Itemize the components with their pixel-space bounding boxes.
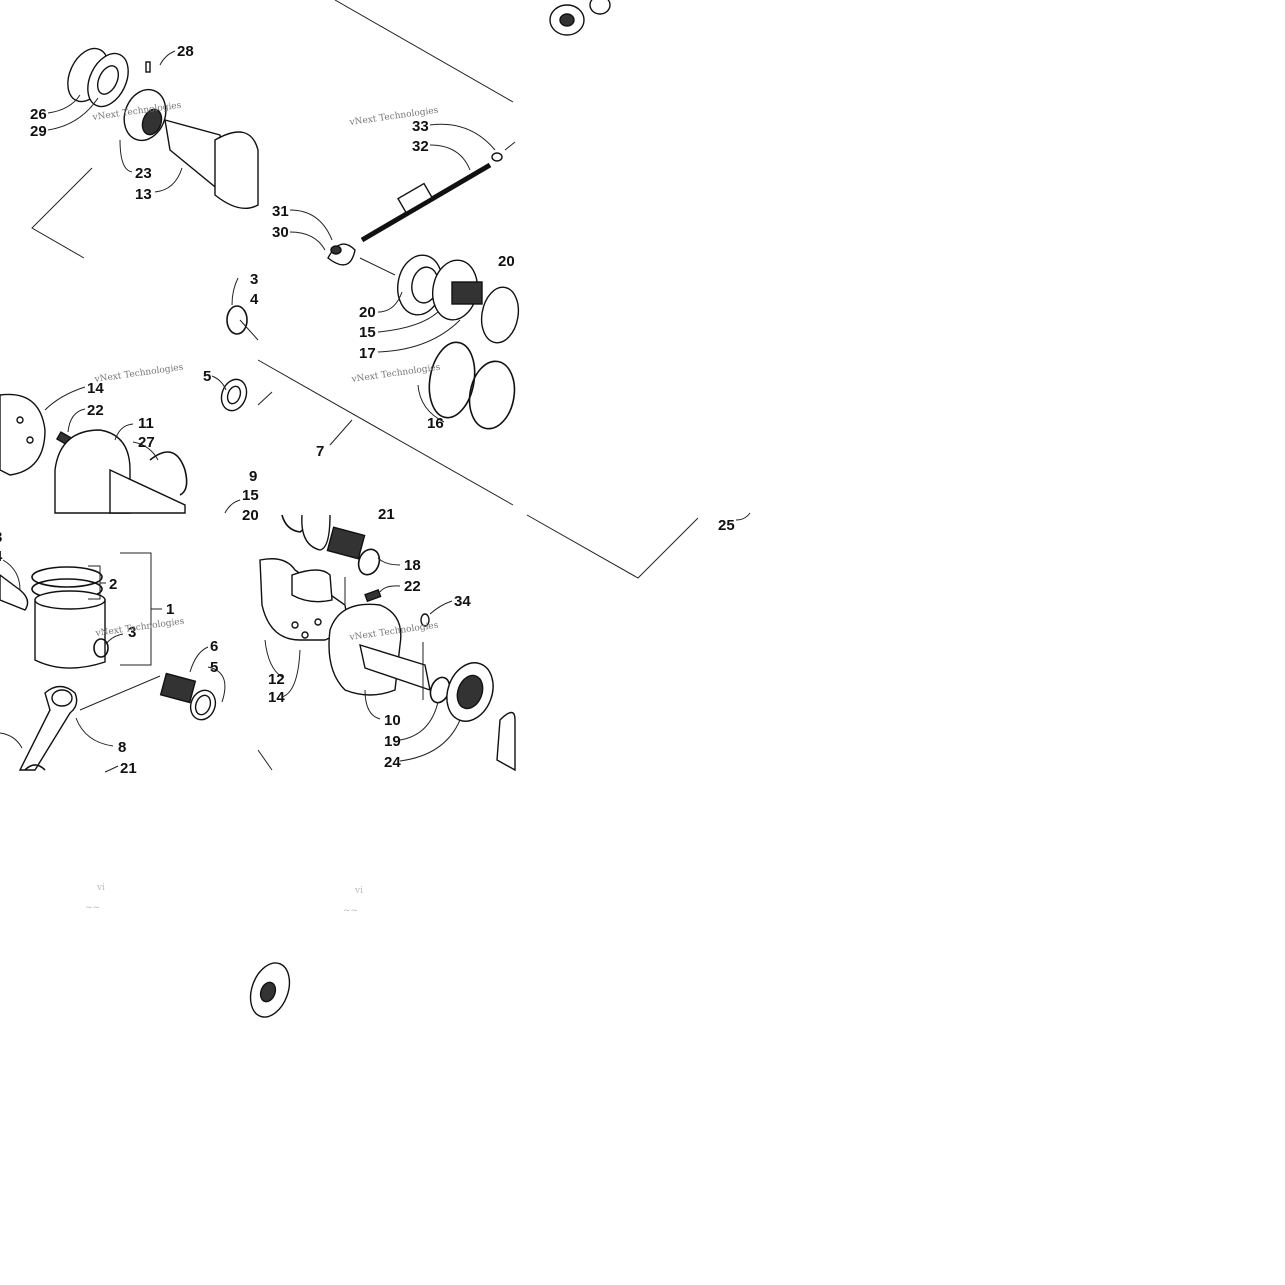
- piston-part: [34, 599, 106, 669]
- callout-27: 27: [138, 434, 155, 451]
- callout-22: 22: [404, 578, 421, 595]
- piston-ring-part: [31, 566, 103, 588]
- callout-3: 3: [0, 529, 2, 546]
- callout-3: 3: [250, 271, 258, 288]
- callout-4: 4: [250, 291, 259, 308]
- callout-29: 29: [30, 123, 47, 140]
- callout-5: 5: [203, 368, 211, 385]
- callout-11: 11: [138, 415, 154, 432]
- callout-1: 1: [166, 601, 174, 618]
- callout-25: 25: [718, 517, 735, 534]
- callout-34: 34: [454, 593, 471, 610]
- needle-bearing-part: [159, 672, 197, 704]
- callout-21: 21: [378, 506, 395, 523]
- callout-23: 23: [135, 165, 152, 182]
- callout-4: 4: [0, 548, 3, 565]
- snap-ring-part: [428, 341, 476, 419]
- connecting-rod-part: [18, 685, 78, 771]
- watermark-text: vNext Technologies: [94, 617, 185, 640]
- callout-15: 15: [359, 324, 376, 341]
- callout-15: 15: [242, 487, 259, 504]
- callout-20-top: 20: [498, 253, 515, 270]
- svg-text:~~: ~~: [343, 906, 358, 916]
- watermark-text: vNext Technologies: [93, 363, 184, 386]
- watermark-text: vNext Technologies: [350, 363, 441, 386]
- callout-12: 12: [268, 671, 285, 688]
- callout-32: 32: [412, 138, 429, 155]
- callout-20: 20: [242, 507, 259, 524]
- tile-top-middle: 33 32 31 30 20 20 15 17 16 7 vNext Techn…: [257, 0, 611, 506]
- callout-13: 13: [135, 186, 152, 203]
- callout-16: 16: [427, 415, 444, 432]
- svg-text:~~: ~~: [85, 903, 100, 913]
- callout-8: 8: [118, 739, 126, 756]
- callout-14: 14: [268, 689, 285, 706]
- snap-ring-part: [357, 548, 381, 576]
- tile-bottom-left: 3 4 2 1 3 6 5 8 21 vNext Technologies: [0, 529, 226, 777]
- callout-33: 33: [412, 118, 429, 135]
- callout-22: 22: [87, 402, 104, 419]
- tile-top-left: 28 26 29 23 13 vNext Technologies: [30, 0, 514, 259]
- callout-5: 5: [210, 659, 218, 676]
- crank-web-part: [0, 393, 46, 476]
- callout-6: 6: [210, 638, 218, 655]
- callout-9: 9: [249, 468, 257, 485]
- snap-ring-part: [149, 451, 188, 496]
- needle-bearing-part: [326, 526, 366, 560]
- tile-right-guide: 25: [526, 512, 751, 579]
- tile-middle-left: 3 4 5 14 22 11 27 9 15 20 vNext Technolo…: [0, 271, 273, 524]
- svg-text:vi: vi: [96, 883, 105, 893]
- svg-text:vi: vi: [354, 886, 363, 896]
- callout-26: 26: [30, 106, 47, 123]
- pin-part: [145, 61, 151, 73]
- tile-lower-faint: vi ~~ vi ~~: [85, 883, 363, 1018]
- callout-3: 3: [128, 624, 136, 641]
- callout-17: 17: [359, 345, 376, 362]
- callout-24: 24: [384, 754, 401, 771]
- callout-20: 20: [359, 304, 376, 321]
- callout-10: 10: [384, 712, 401, 729]
- tile-bottom-middle: 21 18 22 34 12 14 10 19 24 vNext Technol…: [257, 506, 516, 772]
- callout-18: 18: [404, 557, 421, 574]
- callout-31: 31: [272, 203, 289, 220]
- callout-14: 14: [87, 380, 104, 397]
- spline-shaft-part: [397, 182, 433, 214]
- callout-2: 2: [109, 576, 117, 593]
- callout-19: 19: [384, 733, 401, 750]
- callout-7: 7: [316, 443, 324, 460]
- callout-30: 30: [272, 224, 289, 241]
- callout-21: 21: [120, 760, 137, 777]
- callout-28: 28: [177, 43, 194, 60]
